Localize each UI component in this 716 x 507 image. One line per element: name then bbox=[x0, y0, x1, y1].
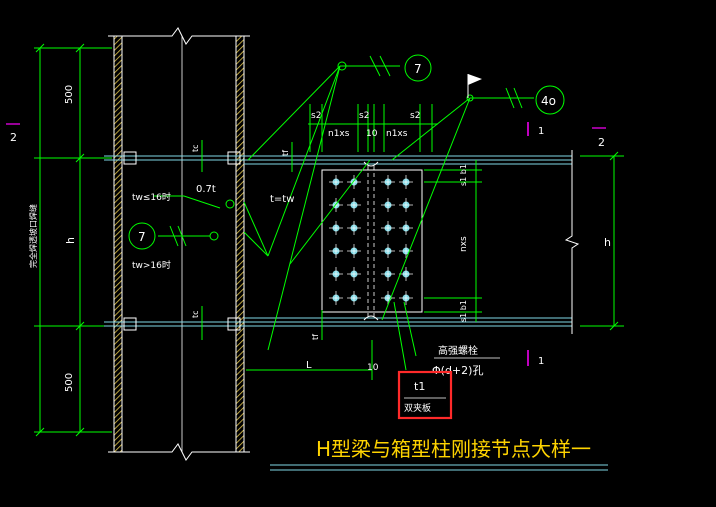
diaphragm-blocks bbox=[123, 151, 241, 331]
callout-4o-label: 4o bbox=[541, 94, 556, 108]
splice-plate bbox=[321, 169, 423, 313]
label-hole: Φ(d+2)孔 bbox=[432, 364, 483, 377]
cut-mark-bottom: 1 bbox=[538, 356, 544, 367]
cope-arc-bottom bbox=[363, 315, 379, 321]
weld-arc-mid bbox=[225, 199, 235, 209]
dim-L: L bbox=[306, 360, 312, 371]
weld-arc-top bbox=[337, 61, 347, 71]
label-double-plate: 双夹板 bbox=[404, 402, 431, 414]
callout-4o bbox=[535, 85, 565, 115]
dim-tf-top: tf bbox=[281, 150, 290, 156]
right-dim-chain bbox=[424, 151, 624, 331]
drawing-title: H型梁与箱型柱刚接节点大样一 bbox=[316, 437, 591, 461]
column-wall-right bbox=[236, 36, 244, 452]
section-mark-left: 2 bbox=[10, 131, 17, 144]
dim-s2-a: s2 bbox=[311, 111, 321, 121]
dim-500-top: 500 bbox=[64, 85, 75, 104]
dim-10-top: 10 bbox=[366, 129, 378, 139]
dim-s2-b: s2 bbox=[359, 111, 369, 121]
cope-arc-top bbox=[363, 161, 379, 167]
beam-break-mark bbox=[564, 150, 580, 334]
dim-nxs: nxs bbox=[459, 236, 469, 252]
dim-s1-b1-bottom: s1 b1 bbox=[459, 300, 468, 322]
label-07t: 0.7t bbox=[196, 184, 216, 195]
dim-tf-bottom: tf bbox=[311, 334, 320, 340]
left-vertical-note: 完全焊透坡口焊缝 bbox=[28, 204, 38, 268]
highlight-box bbox=[397, 370, 453, 420]
break-mark-top bbox=[108, 27, 250, 45]
label-t-eq-tw: t=tw bbox=[270, 194, 294, 205]
dim-n1xs-a: n1xs bbox=[328, 129, 350, 139]
section-mark-right: 2 bbox=[598, 136, 605, 149]
cut-mark-top: 1 bbox=[538, 126, 544, 137]
column-wall-left bbox=[114, 36, 122, 452]
weld-leaders bbox=[154, 55, 534, 380]
dim-s1-b1-top: s1 b1 bbox=[459, 164, 468, 186]
left-dimension-chain bbox=[34, 43, 112, 437]
callout-7-top bbox=[404, 54, 432, 82]
weld-arc-right bbox=[466, 94, 474, 102]
dim-tc-top: tc bbox=[191, 144, 200, 152]
dim-h-right: h bbox=[604, 236, 611, 249]
plate-center-gap bbox=[367, 166, 375, 316]
label-tw-le16: tw≤16时 bbox=[132, 191, 171, 203]
dim-s2-c: s2 bbox=[410, 111, 420, 121]
weld-arc-left bbox=[209, 231, 219, 241]
thickness-markers bbox=[201, 140, 323, 340]
callout-7-left bbox=[128, 222, 156, 250]
label-tw-gt16: tw>16时 bbox=[132, 259, 171, 271]
dim-h-left: h bbox=[64, 237, 77, 244]
field-weld-flag-icon bbox=[467, 74, 482, 98]
bolt-group bbox=[329, 175, 413, 305]
dim-500-bottom: 500 bbox=[64, 373, 75, 392]
beam-flanges bbox=[104, 155, 572, 327]
dim-n1xs-b: n1xs bbox=[386, 129, 408, 139]
callout-7-left-label: 7 bbox=[138, 230, 146, 244]
label-bolt: 高强螺栓 bbox=[438, 344, 478, 357]
break-mark-bottom bbox=[108, 443, 250, 461]
plate-callout: t1 双夹板 bbox=[397, 370, 453, 420]
callout-7-top-label: 7 bbox=[414, 62, 422, 76]
dim-tc-bottom: tc bbox=[191, 310, 200, 318]
dim-10-bottom: 10 bbox=[367, 363, 379, 373]
label-t1: t1 bbox=[414, 380, 425, 393]
box-column bbox=[108, 27, 250, 461]
